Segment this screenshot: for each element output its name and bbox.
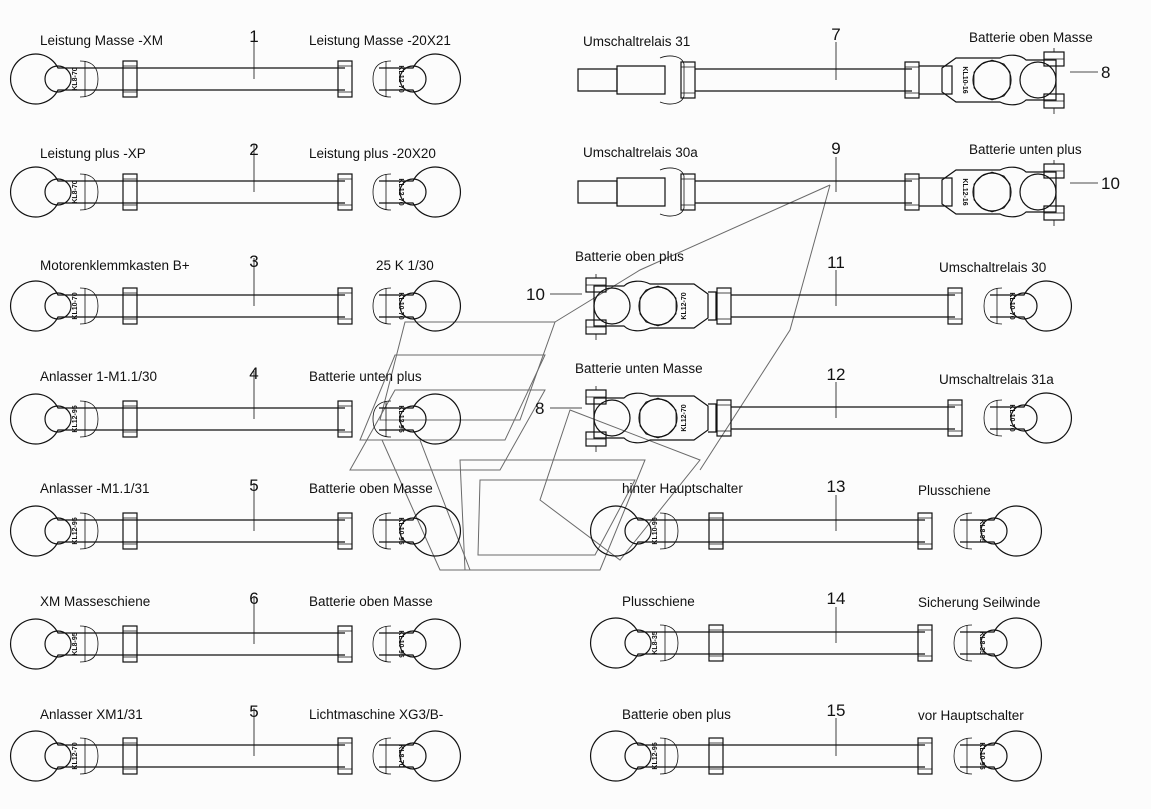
cable-12-right-code: KL10-70	[1008, 404, 1015, 431]
cable-2-left-code: KL8-70	[72, 180, 79, 203]
cable-5-left-code: KL12-95	[72, 517, 79, 544]
cable-14-left-label: Plusschiene	[622, 594, 695, 609]
cable-6-left-label: XM Masseschiene	[40, 594, 150, 609]
cable-14-right-label: Sicherung Seilwinde	[918, 595, 1040, 610]
cable-12: Batterie unten Masse Umschaltrelais 31a …	[535, 361, 1073, 453]
cable-12-number: 12	[827, 365, 846, 384]
cable-5-right-code: KL10-95	[397, 517, 404, 544]
cable-2-right-code: KL12-70	[397, 178, 404, 205]
cable-3-left-code: KL10-70	[72, 292, 79, 319]
cable-1-left-label: Leistung Masse -XM	[40, 33, 163, 48]
cable-5b: Anlasser XM1/31 Lichtmaschine XG3/B- 5 K…	[9, 702, 462, 782]
cable-13-right-label: Plusschiene	[918, 483, 991, 498]
cable-12-left-label: Batterie unten Masse	[575, 361, 703, 376]
cable-11: Batterie oben plus Umschaltrelais 30 11 …	[526, 249, 1073, 341]
cable-9: Umschaltrelais 30a Batterie unten plus 9…	[577, 139, 1120, 227]
cable-3-right-label: 25 K 1/30	[376, 258, 434, 273]
cable-13-left-label: hinter Hauptschalter	[622, 481, 743, 496]
cable-13-right-code: KL8-95	[978, 519, 985, 542]
cable-11-left-code: KL12-70	[681, 292, 688, 319]
cable-6: XM Masseschiene Batterie oben Masse 6 KL…	[9, 589, 462, 670]
cable-3: Motorenklemmkasten B+ 25 K 1/30 3 KL10-7…	[9, 252, 462, 332]
cable-9-clamp-number: 10	[1101, 174, 1120, 193]
cable-5b-left-code: KL12-70	[72, 742, 79, 769]
cable-4-left-code: KL12-95	[72, 405, 79, 432]
cable-15-left-label: Batterie oben plus	[622, 707, 731, 722]
cable-15-left-code: KL12-95	[652, 742, 659, 769]
cable-6-left-code: KL8-95	[72, 632, 79, 655]
cable-7-clamp-number: 8	[1101, 63, 1110, 82]
cable-14-left-code: KL8-35	[652, 631, 659, 654]
cable-4-number: 4	[249, 364, 258, 383]
cable-7-right-code: KL10-16	[961, 66, 968, 93]
cable-4-left-label: Anlasser 1-M1.1/30	[40, 369, 157, 384]
cable-12-right-label: Umschaltrelais 31a	[939, 372, 1054, 387]
cable-15: Batterie oben plus vor Hauptschalter 15 …	[589, 701, 1043, 782]
cable-5-left-label: Anlasser -M1.1/31	[40, 481, 150, 496]
cable-11-right-code: KL10-70	[1008, 292, 1015, 319]
cable-15-right-label: vor Hauptschalter	[918, 708, 1024, 723]
cable-2-number: 2	[249, 140, 258, 159]
cable-14: Plusschiene Sicherung Seilwinde 14 KL8-3…	[589, 589, 1043, 669]
cable-1-right-label: Leistung Masse -20X21	[309, 33, 451, 48]
cable-3-number: 3	[249, 252, 258, 271]
cable-13-left-code: KL10-95	[652, 517, 659, 544]
cable-9-left-label: Umschaltrelais 30a	[583, 145, 698, 160]
cable-13-number: 13	[827, 477, 846, 496]
cable-11-left-label: Batterie oben plus	[575, 249, 684, 264]
cable-13: hinter Hauptschalter Plusschiene 13 KL10…	[589, 477, 1043, 557]
cable-5b-right-label: Lichtmaschine XG3/B-	[309, 707, 443, 722]
cable-12-left-code: KL12-70	[681, 404, 688, 431]
cable-1-number: 1	[249, 27, 258, 46]
cable-11-number: 11	[827, 253, 845, 272]
cable-9-number: 9	[831, 139, 840, 158]
cable-5b-right-code: KL8-70	[397, 744, 404, 767]
cable-11-right-label: Umschaltrelais 30	[939, 260, 1046, 275]
cable-5b-number: 5	[249, 702, 258, 721]
cable-14-number: 14	[827, 589, 846, 608]
cable-7: Umschaltrelais 31 Batterie oben Masse 7 …	[577, 25, 1110, 115]
cable-7-left-label: Umschaltrelais 31	[583, 34, 690, 49]
cable-1-left-code: KL8-70	[72, 67, 79, 90]
cable-5b-left-label: Anlasser XM1/31	[40, 707, 143, 722]
cable-6-right-label: Batterie oben Masse	[309, 594, 433, 609]
cable-7-number: 7	[831, 25, 840, 44]
cable-6-right-code: KL10-95	[397, 630, 404, 657]
cable-5: Anlasser -M1.1/31 Batterie oben Masse 5 …	[9, 476, 462, 557]
cable-1: Leistung Masse -XM Leistung Masse -20X21…	[9, 27, 462, 105]
cable-14-right-code: KL8-35	[978, 631, 985, 654]
cable-9-right-code: KL12-16	[961, 178, 968, 205]
watermark-logo	[349, 184, 831, 571]
cable-9-right-label: Batterie unten plus	[969, 142, 1082, 157]
cable-15-right-code: KL10-95	[978, 742, 985, 769]
cable-3-left-label: Motorenklemmkasten B+	[40, 258, 190, 273]
cable-2-left-label: Leistung plus -XP	[40, 146, 146, 161]
cable-7-right-label: Batterie oben Masse	[969, 30, 1093, 45]
cable-15-number: 15	[827, 701, 846, 720]
cable-12-clamp-number: 8	[535, 399, 544, 418]
cable-4-right-code: KL12-95	[397, 405, 404, 432]
cable-1-right-code: KL12-70	[397, 65, 404, 92]
cable-2: Leistung plus -XP Leistung plus -20X20 2…	[9, 140, 462, 218]
cable-6-number: 6	[249, 589, 258, 608]
cable-5-number: 5	[249, 476, 258, 495]
cable-3-right-code: KL10-70	[397, 292, 404, 319]
cable-5-right-label: Batterie oben Masse	[309, 481, 433, 496]
cable-4-right-label: Batterie unten plus	[309, 369, 422, 384]
cable-2-right-label: Leistung plus -20X20	[309, 146, 436, 161]
cable-4: Anlasser 1-M1.1/30 Batterie unten plus 4…	[9, 364, 462, 445]
cable-11-clamp-number: 10	[526, 285, 545, 304]
